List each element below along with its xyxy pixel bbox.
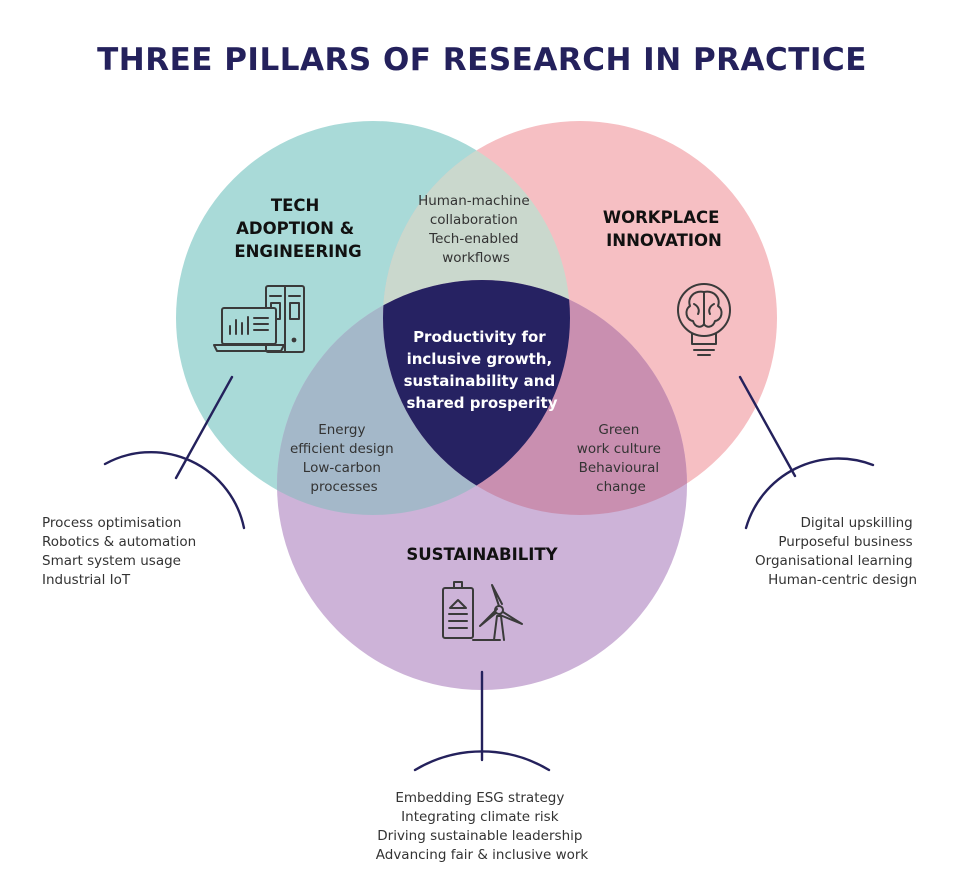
workplace-sustainability-overlap — [383, 280, 687, 515]
tech-sustainability-overlap-label: Energy efficient design Low-carbon proce… — [290, 422, 398, 495]
brain-lightbulb-icon — [677, 283, 731, 356]
workplace-pillar-title: WORKPLACE INNOVATION — [603, 208, 725, 250]
laptop-and-server-icon — [213, 285, 305, 353]
tech-workplace-overlap-label: Human-machine collaboration Tech-enabled… — [418, 193, 534, 266]
workplace-sustainability-overlap-label: Green work culture Behavioural change — [577, 422, 665, 495]
workplace-connector — [738, 375, 875, 530]
sustainability-items-list: Embedding ESG strategy Integrating clima… — [376, 790, 589, 863]
workplace-items-list: Digital upskilling Purposeful business O… — [755, 515, 917, 588]
center-label: Productivity for inclusive growth, susta… — [404, 328, 561, 412]
page-title: THREE PILLARS OF RESEARCH IN PRACTICE — [97, 42, 867, 78]
tech-items-list: Process optimisation Robotics & automati… — [42, 515, 200, 588]
sustainability-connector — [413, 670, 551, 772]
tech-connector — [103, 375, 246, 530]
battery-and-wind-turbine-icon — [442, 581, 523, 641]
tech-pillar-title: TECH ADOPTION & ENGINEERING — [234, 196, 361, 261]
sustainability-pillar-title: SUSTAINABILITY — [406, 545, 558, 564]
